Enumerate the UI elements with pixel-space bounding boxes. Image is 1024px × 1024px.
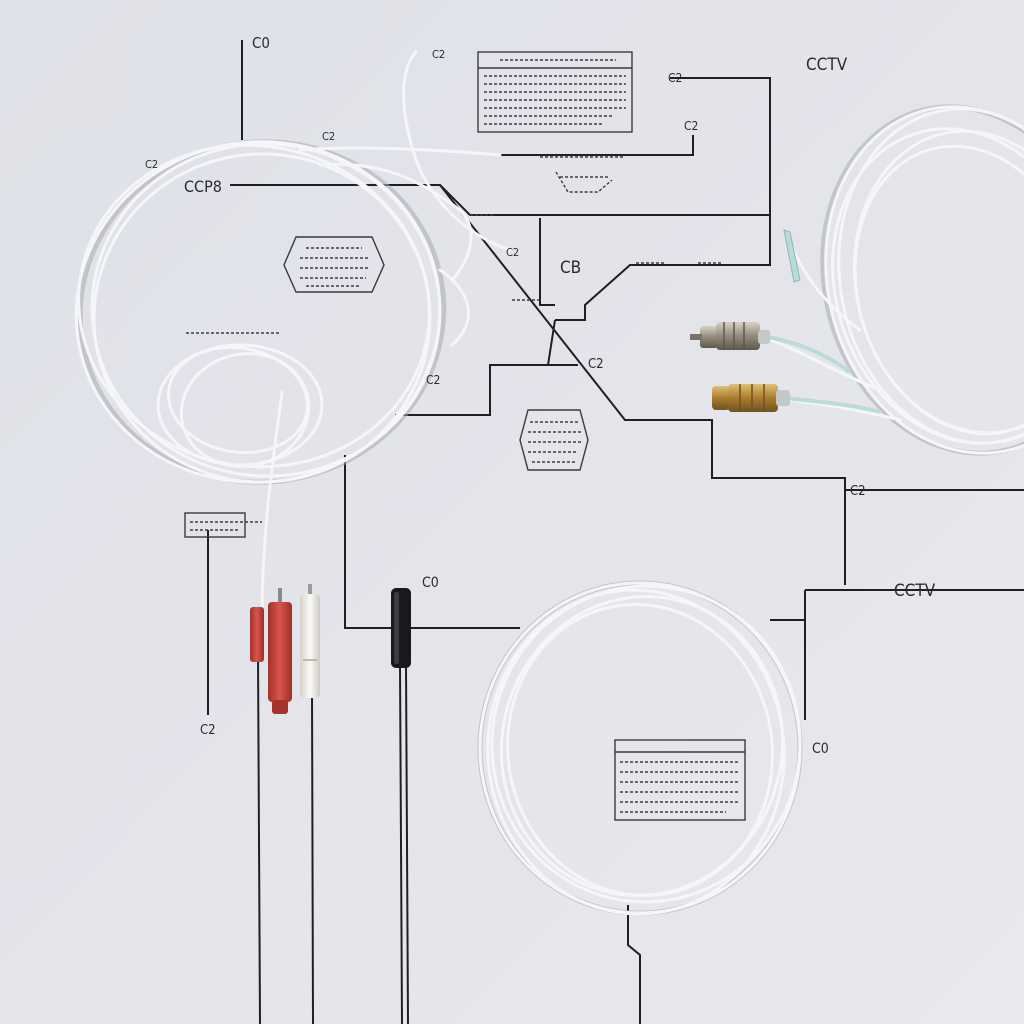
label-c2-bottom-left: C2 bbox=[200, 723, 216, 738]
label-box-small-left bbox=[184, 512, 262, 538]
label-top-c0: C0 bbox=[252, 34, 270, 52]
label-c2-small: C2 bbox=[506, 246, 519, 259]
label-cb: CB bbox=[560, 258, 581, 278]
label-c2-mid: C2 bbox=[145, 158, 158, 171]
label-c2-wire: C2 bbox=[426, 373, 440, 387]
label-c0-right: C0 bbox=[812, 741, 829, 757]
label-box-bottom bbox=[614, 739, 746, 821]
label-c2-code: C2 bbox=[684, 119, 698, 133]
rca-plug-icon-red-small bbox=[250, 607, 264, 662]
label-c2-left: C2 bbox=[668, 71, 682, 85]
coiled-cable-icon-bottom bbox=[477, 580, 803, 916]
coiled-cable-icon bbox=[74, 50, 512, 622]
scribble-notes bbox=[186, 156, 722, 334]
cable-tip-teal bbox=[783, 229, 801, 283]
label-box-top bbox=[477, 51, 633, 133]
label-hex-left bbox=[283, 236, 385, 293]
bnc-connector-icon-silver bbox=[690, 322, 852, 374]
label-ccp: CCP8 bbox=[184, 177, 222, 196]
rca-plug-icon-black bbox=[391, 588, 411, 668]
label-cctv-top: CCTV bbox=[806, 55, 848, 75]
label-c0-plug: C0 bbox=[422, 575, 439, 591]
bnc-connector-icon-brass bbox=[712, 384, 881, 414]
label-hex-center bbox=[519, 409, 589, 471]
label-c2-top: C2 bbox=[432, 48, 445, 61]
label-c2-right: C2 bbox=[322, 130, 335, 143]
label-c2-center: C2 bbox=[588, 357, 604, 372]
rca-plug-icon-white bbox=[300, 584, 320, 698]
rca-plug-icon-red bbox=[268, 588, 292, 714]
text-labels: C0 C2 C2 CCTV C2 CCP8 C2 C2 C2 C2 CB C2 … bbox=[145, 34, 936, 757]
label-cctv-right: CCTV bbox=[894, 581, 936, 601]
schematic-wires bbox=[207, 40, 1024, 1024]
label-c2-lower: C2 bbox=[850, 484, 866, 499]
